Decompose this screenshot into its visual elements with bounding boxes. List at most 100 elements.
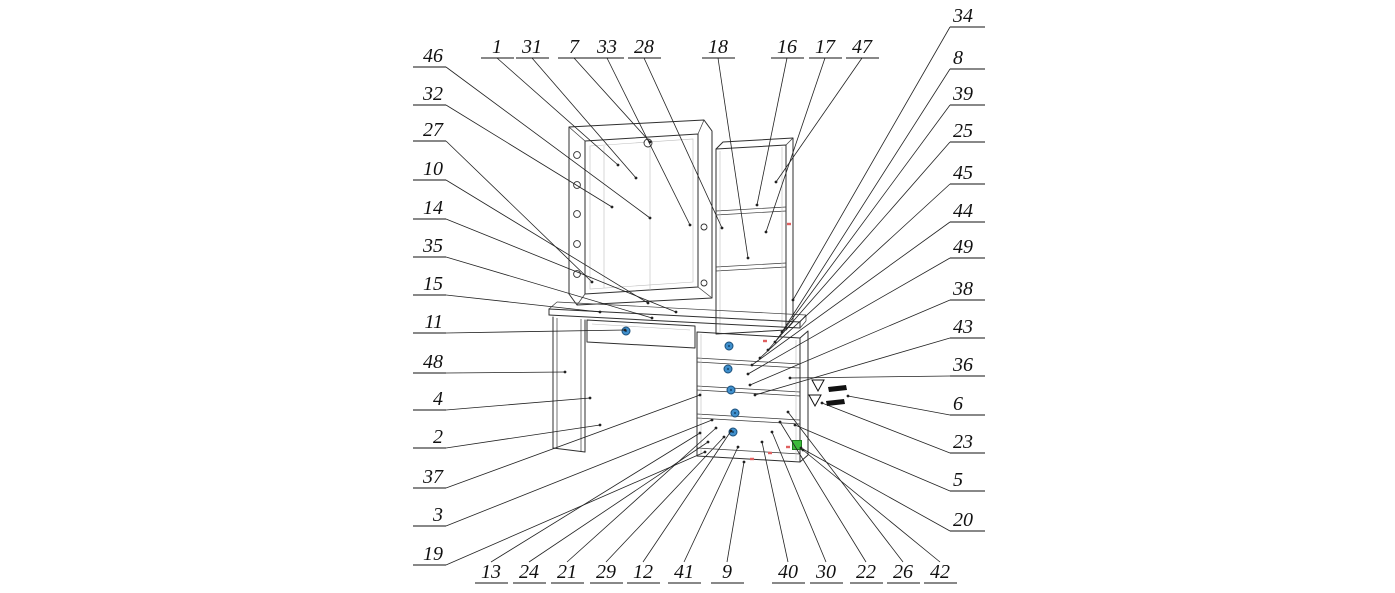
marker-layer — [621, 222, 847, 461]
part-number: 4 — [433, 388, 443, 410]
part-number: 47 — [852, 36, 873, 58]
dressing-table-drawing — [548, 119, 847, 463]
left-side-panel — [552, 316, 586, 453]
part-callout-45: 45 — [758, 162, 985, 360]
part-callout-37: 37 — [413, 393, 702, 489]
part-callout-49: 49 — [746, 236, 985, 376]
leader-line — [759, 183, 951, 359]
part-callout-42: 42 — [801, 448, 957, 584]
leader-line — [496, 57, 619, 166]
leader-line — [781, 68, 951, 333]
leader-line — [779, 421, 867, 563]
leader-endpoint — [770, 430, 774, 434]
part-number: 45 — [953, 162, 973, 184]
part-callout-9: 9 — [711, 460, 746, 584]
leader-line — [445, 451, 706, 566]
leader-endpoint — [688, 223, 692, 227]
leader-endpoint — [753, 393, 757, 397]
part-number: 42 — [930, 561, 950, 583]
red-dowel-mark — [787, 222, 791, 226]
frame-hole — [700, 223, 708, 231]
leader-line — [531, 57, 637, 179]
part-callout-4: 4 — [413, 388, 592, 411]
leader-line — [445, 66, 651, 219]
leader-endpoint — [755, 203, 759, 207]
part-number: 36 — [952, 354, 973, 376]
part-callout-23: 23 — [820, 401, 985, 454]
part-callout-26: 26 — [786, 410, 920, 584]
leader-line — [800, 447, 951, 532]
leader-line — [490, 432, 701, 563]
part-number: 49 — [953, 236, 973, 258]
part-callout-5: 5 — [793, 423, 985, 492]
leader-endpoint — [786, 410, 790, 414]
part-callout-17: 17 — [764, 36, 842, 234]
leader-endpoint — [634, 176, 638, 180]
part-number: 10 — [423, 158, 443, 180]
leader-endpoint — [706, 440, 710, 444]
part-callout-25: 25 — [766, 120, 985, 352]
leader-endpoint — [793, 423, 797, 427]
part-callout-47: 47 — [774, 36, 879, 184]
section-bar-icon — [826, 399, 845, 406]
leader-endpoint — [598, 423, 602, 427]
part-number: 14 — [423, 197, 443, 219]
part-callout-48: 48 — [413, 351, 567, 374]
leader-endpoint — [760, 440, 764, 444]
leader-line — [765, 57, 826, 233]
part-callout-39: 39 — [773, 83, 985, 344]
leader-line — [794, 424, 951, 492]
leader-line — [445, 140, 593, 283]
part-number: 22 — [856, 561, 876, 583]
leader-endpoint — [698, 393, 702, 397]
red-dowel-mark — [786, 445, 790, 449]
part-number: 27 — [423, 119, 444, 141]
part-callout-40: 40 — [760, 440, 805, 584]
leader-line — [606, 57, 691, 226]
part-number: 17 — [815, 36, 836, 58]
center-drawer — [586, 319, 696, 349]
leader-line — [605, 436, 725, 563]
part-number: 44 — [953, 200, 973, 222]
part-callout-1: 1 — [481, 36, 620, 167]
leader-endpoint — [778, 420, 782, 424]
leader-line — [789, 375, 951, 379]
leader-endpoint — [801, 448, 805, 452]
drawer-pedestal — [696, 330, 809, 463]
leader-line — [802, 449, 941, 563]
leader-endpoint — [698, 431, 702, 435]
part-number: 34 — [952, 5, 973, 27]
leader-line — [787, 411, 904, 563]
leader-line — [642, 430, 732, 563]
part-callout-28: 28 — [628, 36, 724, 230]
frame-hole — [573, 210, 581, 218]
part-number: 48 — [423, 351, 443, 373]
cam-fastener-center — [726, 367, 730, 371]
leader-line — [445, 419, 713, 527]
view-arrow-icon — [808, 394, 822, 408]
part-callout-14: 14 — [413, 197, 678, 314]
leader-line — [847, 395, 951, 416]
part-callout-38: 38 — [748, 278, 985, 387]
leader-line — [792, 26, 951, 301]
part-callout-12: 12 — [627, 429, 733, 584]
cam-fastener-center — [727, 344, 731, 348]
leader-endpoint — [729, 429, 733, 433]
red-dowel-mark — [763, 339, 767, 343]
leader-line — [445, 104, 613, 208]
part-number: 43 — [953, 316, 973, 338]
leader-line — [751, 221, 951, 366]
part-number: 5 — [953, 469, 963, 491]
leader-line — [573, 57, 651, 143]
leader-line — [445, 218, 677, 313]
leader-endpoint — [674, 310, 678, 314]
cam-fastener-center — [733, 411, 737, 415]
frame-hole — [573, 151, 581, 159]
part-number: 21 — [557, 561, 577, 583]
leader-line — [445, 424, 601, 449]
part-number: 13 — [481, 561, 501, 583]
part-number: 39 — [952, 83, 973, 105]
